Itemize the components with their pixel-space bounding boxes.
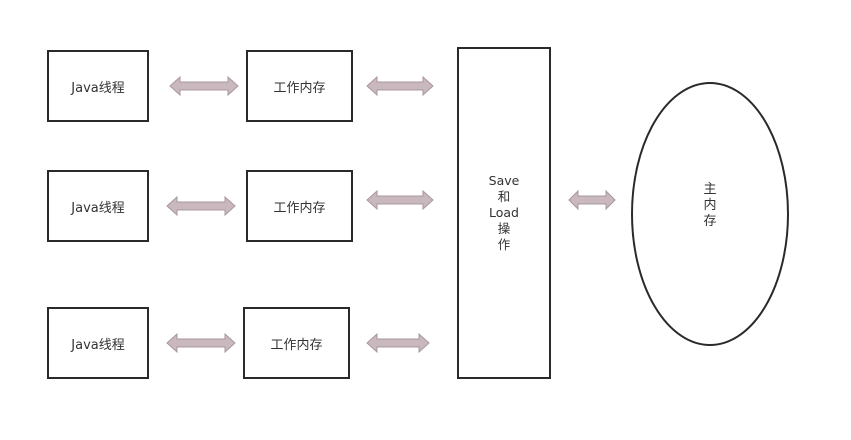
java-thread-box-1: Java线程 <box>47 50 149 122</box>
working-memory-label: 工作内存 <box>270 337 323 353</box>
save-load-line: 和 <box>497 189 511 204</box>
main-memory-line: 主 <box>703 182 717 197</box>
double-arrow-icon <box>166 332 236 354</box>
save-load-line: 操 <box>497 221 511 236</box>
save-load-line: Load <box>489 205 519 220</box>
java-thread-label: Java线程 <box>71 200 125 216</box>
main-memory-ellipse <box>631 82 789 346</box>
main-memory-label: 主 内 存 <box>700 182 720 230</box>
save-load-box: Save 和 Load 操 作 <box>457 47 551 379</box>
save-load-line: Save <box>488 173 520 188</box>
working-memory-box-2: 工作内存 <box>246 170 353 242</box>
main-memory-line: 存 <box>703 214 717 229</box>
working-memory-label: 工作内存 <box>273 200 326 216</box>
double-arrow-icon <box>166 195 236 217</box>
java-thread-label: Java线程 <box>71 337 125 353</box>
main-memory-line: 内 <box>703 198 717 213</box>
double-arrow-icon <box>169 75 239 97</box>
java-thread-box-2: Java线程 <box>47 170 149 242</box>
java-thread-label: Java线程 <box>71 80 125 96</box>
working-memory-label: 工作内存 <box>273 80 326 96</box>
double-arrow-icon <box>568 189 616 211</box>
working-memory-box-3: 工作内存 <box>243 307 350 379</box>
double-arrow-icon <box>366 332 430 354</box>
working-memory-box-1: 工作内存 <box>246 50 353 122</box>
java-thread-box-3: Java线程 <box>47 307 149 379</box>
double-arrow-icon <box>366 189 434 211</box>
double-arrow-icon <box>366 75 434 97</box>
save-load-line: 作 <box>497 237 511 252</box>
